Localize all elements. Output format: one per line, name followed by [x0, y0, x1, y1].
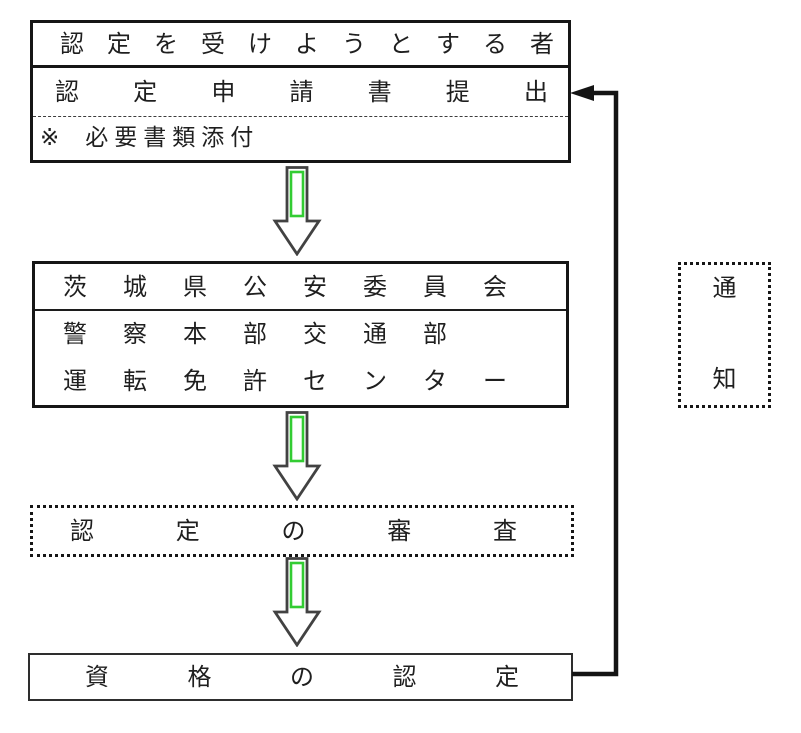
down-arrow-icon: [272, 166, 322, 256]
feedback-arrowhead: [570, 85, 594, 101]
box-notification: 通知: [678, 262, 771, 408]
application-note-row: ※ 必要書類添付: [33, 117, 568, 160]
examination-label: 認定の審査: [70, 517, 517, 545]
down-arrow-icon: [272, 557, 322, 647]
authority-line-2: 警察本部交通部: [63, 320, 483, 348]
box-examination: 認定の審査: [30, 505, 574, 557]
down-arrow-icon: [272, 411, 322, 501]
application-submit-label: 認定申請書提出: [33, 68, 568, 117]
box-public-safety-commission: 茨城県公安委員会 警察本部交通部 運転免許センター: [32, 261, 569, 408]
applicant-label: 認定を受けようとする者: [60, 30, 554, 58]
application-note-label: 必要書類添付: [85, 125, 260, 151]
box-certification: 資格の認定: [28, 653, 573, 701]
certification-label: 資格の認定: [85, 663, 519, 691]
authority-line-1: 茨城県公安委員会: [35, 264, 566, 311]
authority-line-3: 運転免許センター: [63, 367, 543, 395]
box-application-submission: 認定申請書提出 ※ 必要書類添付: [30, 65, 571, 163]
reference-mark-icon: ※: [40, 125, 60, 151]
box-applicant: 認定を受けようとする者: [30, 20, 571, 68]
